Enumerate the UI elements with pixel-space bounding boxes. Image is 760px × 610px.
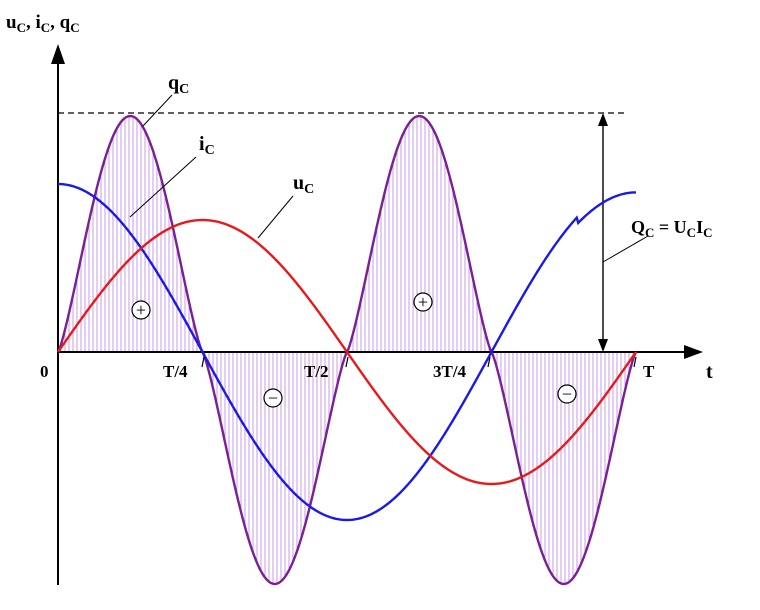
sign-marker-plus-1: + [131, 300, 151, 320]
q-curve-label: qC [168, 72, 189, 97]
i-curve-label: iC [199, 133, 215, 158]
svg-text:+: + [418, 292, 428, 312]
svg-text:+: + [136, 300, 146, 320]
tick-label-t2: T/2 [304, 362, 329, 381]
tick-mark-t2 [345, 356, 349, 368]
qc-arrow-bottom [598, 339, 608, 352]
origin-label: 0 [40, 362, 49, 381]
tick-mark-t [633, 356, 637, 368]
y-axis-arrow [51, 44, 65, 64]
tick-mark-3t4 [487, 356, 491, 368]
u-label-leader [257, 195, 294, 239]
sign-marker-plus-2: + [413, 292, 433, 312]
tick-label-t4: T/4 [163, 362, 188, 381]
y-axis-label: uC, iC, qC [6, 12, 80, 35]
u-curve [57, 218, 637, 486]
qc-leader-line [602, 235, 649, 263]
svg-text:−: − [268, 388, 278, 408]
tick-mark-t4 [201, 356, 205, 368]
sign-marker-minus-2: − [557, 384, 577, 404]
q-label-leader [142, 94, 173, 127]
i-curve [57, 182, 637, 522]
qc-arrow-top [598, 113, 608, 126]
qc-formula-label: QC = UCIC [631, 217, 712, 240]
sign-marker-minus-1: − [263, 388, 283, 408]
x-axis-label: t [706, 361, 713, 383]
tick-label-t: T [643, 362, 655, 381]
x-axis-arrow [684, 345, 703, 359]
i-label-leader [129, 156, 197, 218]
tick-label-3t4: 3T/4 [433, 362, 467, 381]
u-curve-label: uC [293, 172, 314, 197]
svg-text:−: − [562, 384, 572, 404]
q-curve-hatched-area [58, 116, 636, 584]
